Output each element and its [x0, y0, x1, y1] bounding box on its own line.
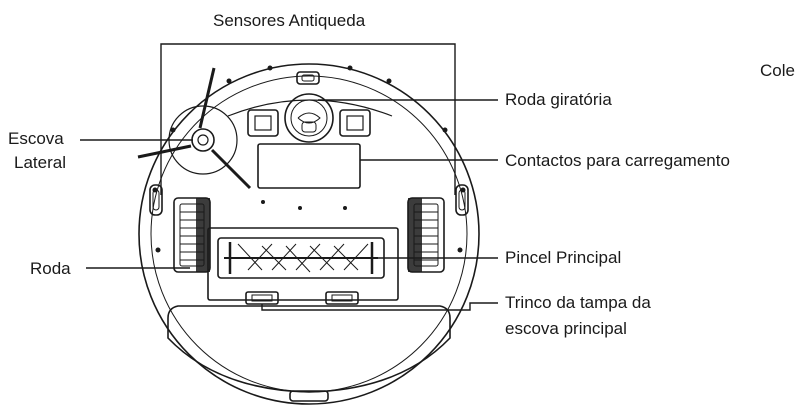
label-wheel: Roda — [30, 259, 71, 278]
charging-contacts-plate — [257, 143, 361, 189]
label-side-brush-line1: Escova — [8, 129, 64, 148]
label-main-brush: Pincel Principal — [505, 248, 622, 267]
brush-latch-left — [245, 291, 279, 305]
main-brush-compartment — [207, 227, 399, 301]
dust-bin — [167, 305, 451, 393]
label-anti-drop-sensors: Sensores Antiqueda — [213, 11, 366, 30]
label-swivel-wheel: Roda giratória — [505, 90, 612, 109]
drive-wheel-left — [173, 197, 211, 273]
cliff-sensor-right — [455, 184, 469, 216]
drive-wheel-right — [407, 197, 445, 273]
label-charging-contacts: Contactos para carregamento — [505, 151, 730, 170]
brush-latch-right — [325, 291, 359, 305]
leader-lines — [80, 43, 498, 311]
bottom-tab — [289, 390, 329, 402]
cliff-sensor-left — [149, 184, 163, 216]
label-side-brush-line2: Lateral — [14, 153, 66, 172]
main-brush-bristles — [224, 242, 378, 274]
swivel-wheel — [284, 93, 334, 143]
label-cut-off: Cole — [760, 61, 795, 80]
label-main-brush-latch-line2: escova principal — [505, 319, 627, 338]
front-sensor-right — [339, 109, 371, 137]
front-sensor-left — [247, 109, 279, 137]
side-brush — [137, 67, 252, 190]
robot-body-outer — [138, 63, 480, 405]
top-notch — [296, 71, 320, 85]
label-main-brush-latch-line1: Trinco da tampa da — [505, 293, 651, 312]
